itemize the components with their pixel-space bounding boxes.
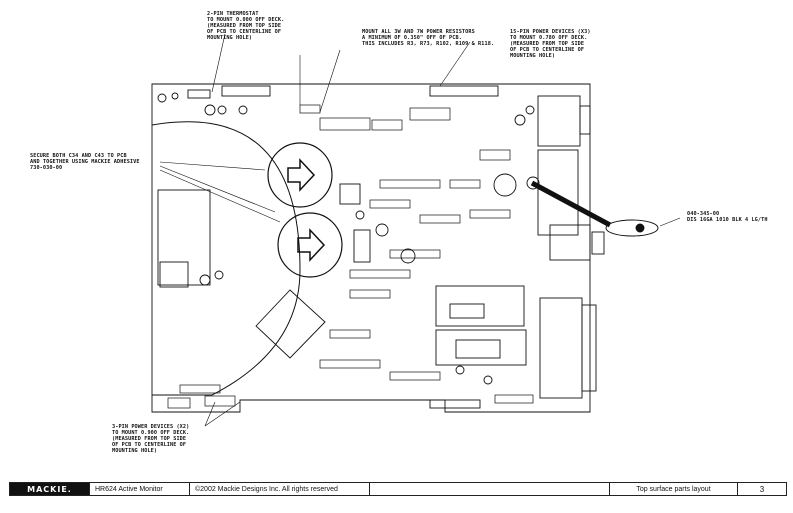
note-secure-capacitors: SECURE BOTH C34 AND C43 TO PCB AND TOGET… bbox=[30, 153, 140, 171]
mackie-logo: MACKIE. bbox=[10, 483, 90, 495]
capacitor-c34 bbox=[267, 142, 333, 208]
note-15-pin-power-devices: 15-PIN POWER DEVICES (X3) TO MOUNT 0.780… bbox=[510, 29, 591, 59]
note-ground-cable: 040-345-00 DIS 16GA 1010 BLK 4 LG/TH bbox=[687, 211, 768, 223]
ground-cable bbox=[530, 180, 612, 228]
sheet-title: Top surface parts layout bbox=[610, 483, 738, 495]
blank-cell bbox=[370, 483, 610, 495]
capacitor-c43 bbox=[277, 212, 343, 278]
page-number: 3 bbox=[759, 484, 765, 494]
title-block: MACKIE. HR624 Active Monitor ©2002 Macki… bbox=[9, 482, 787, 496]
product-name: HR624 Active Monitor bbox=[90, 483, 190, 495]
note-thermostat: 2-PIN THERMOSTAT TO MOUNT 0.000 OFF DECK… bbox=[207, 11, 285, 41]
note-power-resistors: MOUNT ALL 3W AND 7W POWER RESISTORS A MI… bbox=[362, 29, 495, 47]
board-cutout-arc bbox=[151, 121, 301, 396]
note-3-pin-power-devices: 3-PIN POWER DEVICES (X2) TO MOUNT 0.900 … bbox=[112, 424, 190, 454]
pcb-outline bbox=[151, 83, 591, 413]
copyright-notice: ©2002 Mackie Designs Inc. All rights res… bbox=[190, 483, 370, 495]
